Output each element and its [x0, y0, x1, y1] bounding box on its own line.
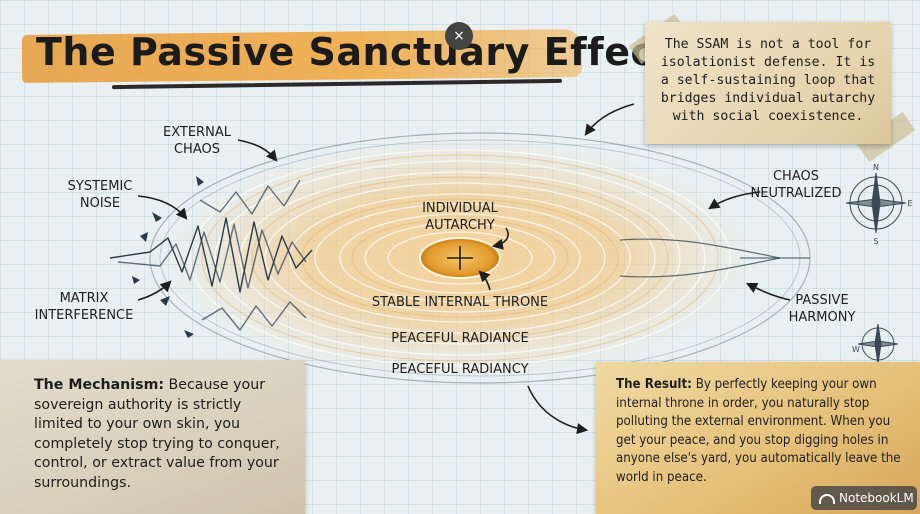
small-compass-rose-icon [857, 323, 899, 365]
arrow-chaos-neutralized [708, 191, 761, 210]
chaos-scribbles [109, 179, 313, 331]
label-individual-autarchy-1: INDIVIDUAL [422, 201, 499, 216]
result-heading: The Result: [616, 377, 692, 392]
badge-label: NotebookLM [839, 491, 914, 505]
label-systemic-noise-2: NOISE [80, 196, 120, 211]
label-peaceful-radiancy: PEACEFUL RADIANCY [391, 362, 528, 377]
notebooklm-badge[interactable]: NotebookLM [811, 486, 917, 510]
mechanism-note: The Mechanism: Because your sovereign au… [0, 360, 305, 514]
label-systemic-noise-1: SYSTEMIC [68, 179, 133, 194]
compass-letter-e: E [907, 199, 912, 208]
arrow-individual-autarchy [491, 227, 509, 250]
mechanism-heading: The Mechanism: [34, 377, 165, 393]
label-passive-harmony-2: HARMONY [789, 310, 856, 325]
label-external-chaos-2: CHAOS [174, 142, 220, 157]
throne-crosshair-icon [447, 246, 473, 270]
arrow-passive-harmony [745, 282, 791, 301]
diagram-labels: EXTERNAL CHAOS SYSTEMIC NOISE MATRIX INT… [35, 125, 856, 377]
page-title: The Passive Sanctuary Effect [36, 30, 673, 74]
ssam-note: The SSAM is not a tool for isolationist … [645, 22, 891, 144]
notebooklm-logo-icon [819, 493, 835, 504]
harmony-lines [619, 238, 810, 278]
compass-letter-s: S [873, 237, 878, 246]
title-banner: The Passive Sanctuary Effect [21, 22, 672, 90]
label-external-chaos-1: EXTERNAL [163, 125, 232, 140]
label-chaos-neutralized-2: NEUTRALIZED [751, 186, 842, 201]
label-individual-autarchy-2: AUTARCHY [425, 218, 494, 233]
radiance-rings-warm [201, 154, 719, 362]
label-peaceful-radiance: PEACEFUL RADIANCE [391, 331, 529, 346]
radiance-rings [189, 149, 731, 367]
arrow-top-note [584, 103, 635, 136]
result-body: By perfectly keeping your own internal t… [616, 377, 901, 485]
arrow-matrix-interference [137, 280, 172, 301]
label-chaos-neutralized-1: CHAOS [773, 169, 819, 184]
annotation-arrows [137, 103, 791, 435]
mechanism-body: Because your sovereign authority is stri… [34, 377, 280, 491]
compass-letter-n: N [873, 163, 879, 172]
label-matrix-interference-1: MATRIX [60, 291, 109, 306]
ssam-note-text: The SSAM is not a tool for isolationist … [660, 37, 876, 124]
compass-rose-icon [845, 172, 907, 234]
label-stable-internal-throne: STABLE INTERNAL THRONE [372, 295, 548, 310]
arrow-result [527, 385, 589, 435]
chaos-shards [132, 176, 204, 338]
close-button[interactable]: × [445, 22, 473, 50]
arrow-external-chaos [237, 139, 278, 162]
label-matrix-interference-2: INTERFERENCE [35, 308, 134, 323]
arrow-systemic-noise [137, 195, 188, 220]
compass-letters: N E S [873, 163, 913, 246]
arrow-stable-throne [478, 270, 491, 291]
compass-letter-w: W [852, 345, 860, 354]
label-passive-harmony-1: PASSIVE [795, 293, 848, 308]
